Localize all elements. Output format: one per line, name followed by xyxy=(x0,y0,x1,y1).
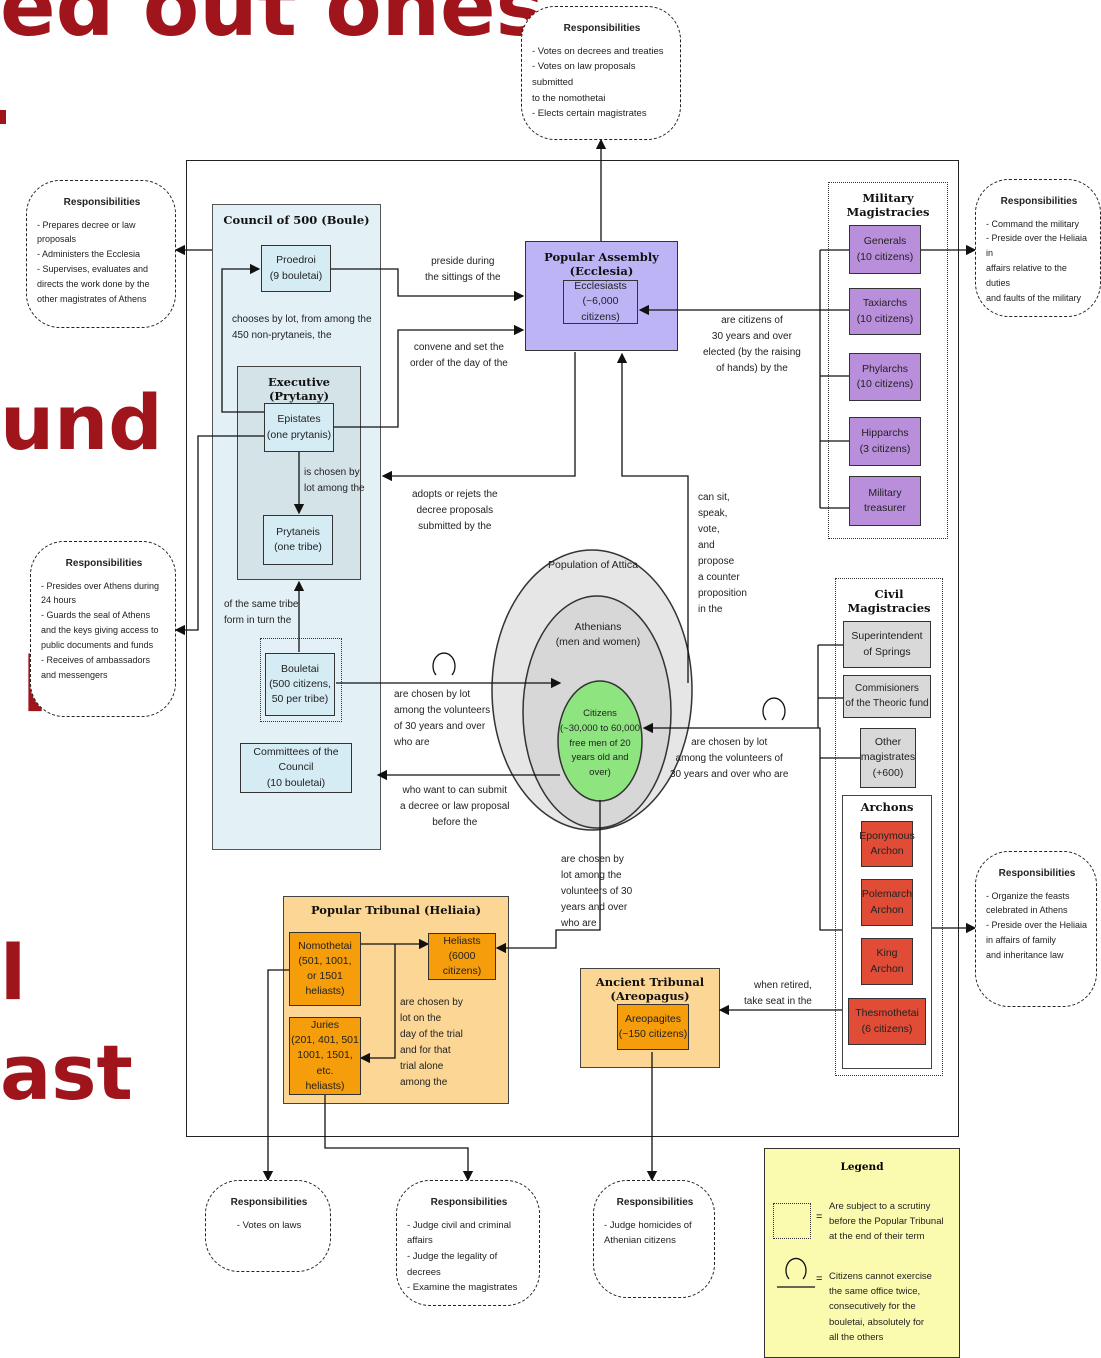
responsibilities-title: Responsibilities xyxy=(63,197,141,208)
citizens-label: Citizens (~30,000 to 60,000 free men of … xyxy=(559,708,641,779)
committees-box: Committees of the Council (10 bouletai) xyxy=(240,743,352,793)
label-cansit: can sit, speak, vote, and propose a coun… xyxy=(698,492,747,615)
bouletai-scrutiny-frame xyxy=(260,638,342,722)
responsibilities-military: Responsibilities - Command the military … xyxy=(975,179,1101,317)
label-retired: when retired, take seat in the xyxy=(744,980,812,1007)
responsibilities-body: - Organize the feasts celebrated in Athe… xyxy=(986,890,1088,960)
executive-title: Executive (Prytany) xyxy=(268,375,330,403)
generals-box: Generals (10 citizens) xyxy=(849,225,921,274)
responsibilities-juries: Responsibilities - Judge civil and crimi… xyxy=(396,1180,540,1306)
archons-title: Archons xyxy=(860,800,914,814)
responsibilities-title: Responsibilities xyxy=(230,1197,308,1208)
nomothetai-box: Nomothetai (501, 1001, or 1501 heliasts) xyxy=(289,932,361,1006)
label-chooses: chooses by lot, from among the 450 non-p… xyxy=(232,314,372,341)
responsibilities-title: Responsibilities xyxy=(430,1197,508,1208)
responsibilities-body: - Prepares decree or law proposals - Adm… xyxy=(37,219,150,304)
assembly-title: Popular Assembly (Ecclesia) xyxy=(544,250,659,278)
attica-label: Population of Attica xyxy=(548,559,638,572)
phylarchs-box: Phylarchs (10 citizens) xyxy=(849,353,921,401)
heliaia-title: Popular Tribunal (Heliaia) xyxy=(310,903,482,917)
label-preside: preside during the sittings of the xyxy=(425,256,501,283)
responsibilities-title: Responsibilities xyxy=(65,558,143,569)
label-elected: are citizens of 30 years and over electe… xyxy=(703,315,801,374)
responsibilities-body: - Votes on decrees and treaties - Votes … xyxy=(532,45,664,120)
responsibilities-nomothetai: Responsibilities - Votes on laws xyxy=(205,1180,331,1272)
label-chosen-by: is chosen by lot among the xyxy=(304,467,365,494)
label-chosen-volunteers-2: are chosen by lot among the volunteers o… xyxy=(670,737,789,780)
legend-eq-2: = xyxy=(816,1273,823,1285)
taxiarchs-box: Taxiarchs (10 citizens) xyxy=(849,288,921,335)
responsibilities-epistates: Responsibilities - Presides over Athens … xyxy=(30,541,176,717)
athenians-label: Athenians (men and women) xyxy=(555,620,641,648)
label-chosen-lot-30: are chosen by lot among the volunteers o… xyxy=(561,854,633,929)
treasurer-box: Military treasurer xyxy=(849,476,921,526)
slide-heading-line1: ed out ones xyxy=(0,0,545,55)
slide-heading-line4: l xyxy=(0,928,27,1017)
other-magistrates-box: Other magistrates (+600) xyxy=(860,728,916,788)
prytaneis-box: Prytaneis (one tribe) xyxy=(263,515,333,565)
legend-scrutiny-swatch xyxy=(773,1203,811,1239)
label-sametribe: of the same tribe form in turn the xyxy=(224,599,299,626)
responsibilities-archons: Responsibilities - Organize the feasts c… xyxy=(975,851,1097,1007)
springs-box: Superintendent of Springs xyxy=(843,621,931,668)
responsibilities-body: - Judge civil and criminal affairs - Jud… xyxy=(407,1219,518,1294)
king-box: King Archon xyxy=(861,938,913,985)
juries-box: Juries (201, 401, 501 1001, 1501, etc. h… xyxy=(289,1017,361,1095)
responsibilities-body: - Presides over Athens during 24 hours -… xyxy=(41,580,160,680)
ecclesiasts-box: Ecclesiasts (~6,000 citizens) xyxy=(563,280,638,324)
legend-eq-1: = xyxy=(816,1211,823,1223)
responsibilities-council: Responsibilities - Prepares decree or la… xyxy=(26,180,176,328)
legend-title: Legend xyxy=(840,1161,884,1173)
responsibilities-title: Responsibilities xyxy=(1000,196,1078,207)
epistates-box: Epistates (one prytanis) xyxy=(264,403,334,452)
responsibilities-body: - Command the military - Preside over th… xyxy=(986,218,1088,303)
legend-cycle-text: Citizens cannot exercise the same office… xyxy=(829,1271,932,1343)
responsibilities-title: Responsibilities xyxy=(563,23,641,34)
heliasts-box: Heliasts (6000 citizens) xyxy=(428,933,496,980)
legend-panel: Legend = Are subject to a scrutiny befor… xyxy=(764,1148,960,1358)
responsibilities-assembly: Responsibilities - Votes on decrees and … xyxy=(521,6,681,140)
council-title: Council of 500 (Boule) xyxy=(223,213,370,227)
legend-cycle-icon xyxy=(777,1257,815,1288)
slide-bullet-stub xyxy=(0,110,6,124)
areopagites-box: Areopagites (~150 citizens) xyxy=(617,1004,689,1050)
proedroi-box: Proedroi (9 bouletai) xyxy=(261,245,331,292)
theoric-box: Commisioners of the Theoric fund xyxy=(843,675,931,718)
hipparchs-box: Hipparchs (3 citizens) xyxy=(849,417,921,466)
areopagus-title: Ancient Tribunal (Areopagus) xyxy=(595,975,705,1003)
cycle-glyphs xyxy=(432,652,786,721)
label-chosen-volunteers: are chosen by lot among the volunteers o… xyxy=(394,689,491,748)
label-convene: convene and set the order of the day of … xyxy=(410,342,508,369)
civil-title: Civil Magistracies xyxy=(847,587,931,615)
responsibilities-title: Responsibilities xyxy=(616,1197,694,1208)
polemarch-box: Polemarch Archon xyxy=(861,879,913,926)
thesmothetai-box: Thesmothetai (6 citizens) xyxy=(848,998,926,1045)
responsibilities-body: - Votes on laws xyxy=(236,1219,302,1231)
eponymous-box: Eponymous Archon xyxy=(859,821,915,867)
slide-heading-line5: ast xyxy=(0,1028,133,1117)
slide-heading-line2: und xyxy=(0,378,163,467)
military-title: Military Magistracies xyxy=(846,191,930,219)
responsibilities-body: - Judge homicides of Athenian citizens xyxy=(604,1219,692,1247)
label-adopts: adopts or rejets the decree proposals su… xyxy=(412,489,498,532)
legend-scrutiny-text: Are subject to a scrutiny before the Pop… xyxy=(829,1201,944,1243)
label-who-want: who want to can submit a decree or law p… xyxy=(400,785,510,828)
bouletai-box: Bouletai (500 citizens, 50 per tribe) xyxy=(265,653,335,716)
responsibilities-areopagites: Responsibilities - Judge homicides of At… xyxy=(593,1180,715,1298)
label-chosen-day: are chosen by lot on the day of the tria… xyxy=(400,997,463,1088)
responsibilities-title: Responsibilities xyxy=(998,868,1076,879)
